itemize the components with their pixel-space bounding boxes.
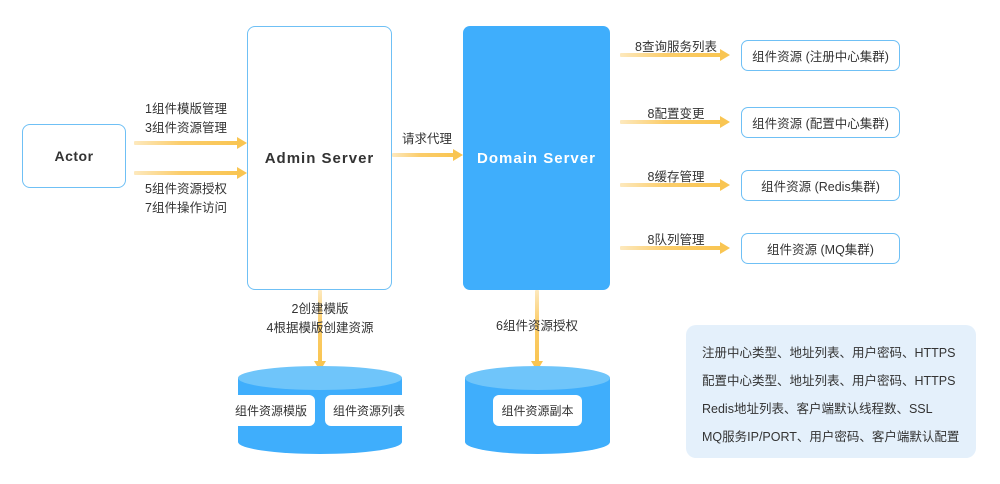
edge-label-line-1: 2创建模版 [291, 302, 349, 316]
edge-label-actor-admin-top: 1组件模版管理 3组件资源管理 [130, 100, 242, 138]
node-resource-0[interactable]: 组件资源 (注册中心集群) [741, 40, 900, 71]
edge-label-actor-admin-bottom: 5组件资源授权 7组件操作访问 [130, 180, 242, 218]
arrow-actor-to-admin-top [134, 137, 247, 149]
edge-label-text: 8缓存管理 [647, 170, 705, 184]
cylinder-chip[interactable]: 组件资源列表 [325, 394, 414, 426]
legend-line: 注册中心类型、地址列表、用户密码、HTTPS [702, 346, 956, 360]
node-actor[interactable]: Actor [22, 124, 126, 188]
node-domain-datastore[interactable]: 组件资源副本 [465, 366, 610, 454]
arrow-to-resource-3 [620, 242, 730, 254]
node-resource-2[interactable]: 组件资源 (Redis集群) [741, 170, 900, 201]
edge-label-admin-to-domain: 请求代理 [392, 130, 462, 149]
cylinder-chip-group: 组件资源模版 组件资源列表 [226, 366, 414, 454]
edge-label-resource-2: 8缓存管理 [620, 168, 732, 187]
arrow-to-resource-1 [620, 116, 730, 128]
cylinder-top [238, 366, 402, 390]
cylinder-chip[interactable]: 组件资源副本 [493, 394, 582, 426]
legend-line: Redis地址列表、客户端默认线程数、SSL [702, 402, 933, 416]
edge-label-admin-to-store: 2创建模版 4根据模版创建资源 [240, 300, 400, 338]
node-resource-label: 组件资源 (注册中心集群) [752, 50, 889, 64]
legend-panel: 注册中心类型、地址列表、用户密码、HTTPS 配置中心类型、地址列表、用户密码、… [686, 325, 976, 458]
edge-label-line-1: 1组件模版管理 [145, 102, 227, 116]
node-resource-3[interactable]: 组件资源 (MQ集群) [741, 233, 900, 264]
node-domain-server-label: Domain Server [477, 149, 596, 167]
node-resource-label: 组件资源 (Redis集群) [761, 180, 880, 194]
node-resource-1[interactable]: 组件资源 (配置中心集群) [741, 107, 900, 138]
node-domain-server[interactable]: Domain Server [463, 26, 610, 290]
node-admin-datastore[interactable]: 组件资源模版 组件资源列表 [226, 366, 414, 454]
node-admin-server[interactable]: Admin Server [247, 26, 392, 290]
arrow-to-resource-0 [620, 49, 730, 61]
node-admin-server-label: Admin Server [264, 149, 375, 167]
edge-label-line-2: 7组件操作访问 [145, 201, 227, 215]
edge-label-text: 请求代理 [401, 132, 452, 146]
arrow-to-resource-2 [620, 179, 730, 191]
edge-label-domain-to-store: 6组件资源授权 [467, 317, 607, 336]
edge-label-text: 8配置变更 [647, 107, 705, 121]
arrow-admin-to-domain [392, 149, 463, 161]
edge-label-line-2: 4根据模版创建资源 [266, 321, 374, 335]
edge-label-line-1: 5组件资源授权 [145, 182, 227, 196]
edge-label-line-2: 3组件资源管理 [145, 121, 227, 135]
legend-line: 配置中心类型、地址列表、用户密码、HTTPS [702, 374, 956, 388]
node-resource-label: 组件资源 (MQ集群) [767, 243, 874, 257]
arrow-actor-to-admin-bottom [134, 167, 247, 179]
edge-label-resource-3: 8队列管理 [620, 231, 732, 250]
edge-label-resource-1: 8配置变更 [620, 105, 732, 124]
cylinder-chip-group: 组件资源副本 [465, 366, 610, 454]
edge-label-resource-0: 8查询服务列表 [620, 38, 732, 57]
edge-label-text: 8队列管理 [647, 233, 705, 247]
edge-label-text: 8查询服务列表 [635, 40, 717, 54]
node-actor-label: Actor [54, 148, 94, 164]
node-resource-label: 组件资源 (配置中心集群) [752, 117, 889, 131]
legend-line: MQ服务IP/PORT、用户密码、客户端默认配置 [702, 430, 960, 444]
cylinder-top [465, 366, 610, 390]
cylinder-chip[interactable]: 组件资源模版 [226, 394, 315, 426]
edge-label-text: 6组件资源授权 [496, 319, 578, 333]
